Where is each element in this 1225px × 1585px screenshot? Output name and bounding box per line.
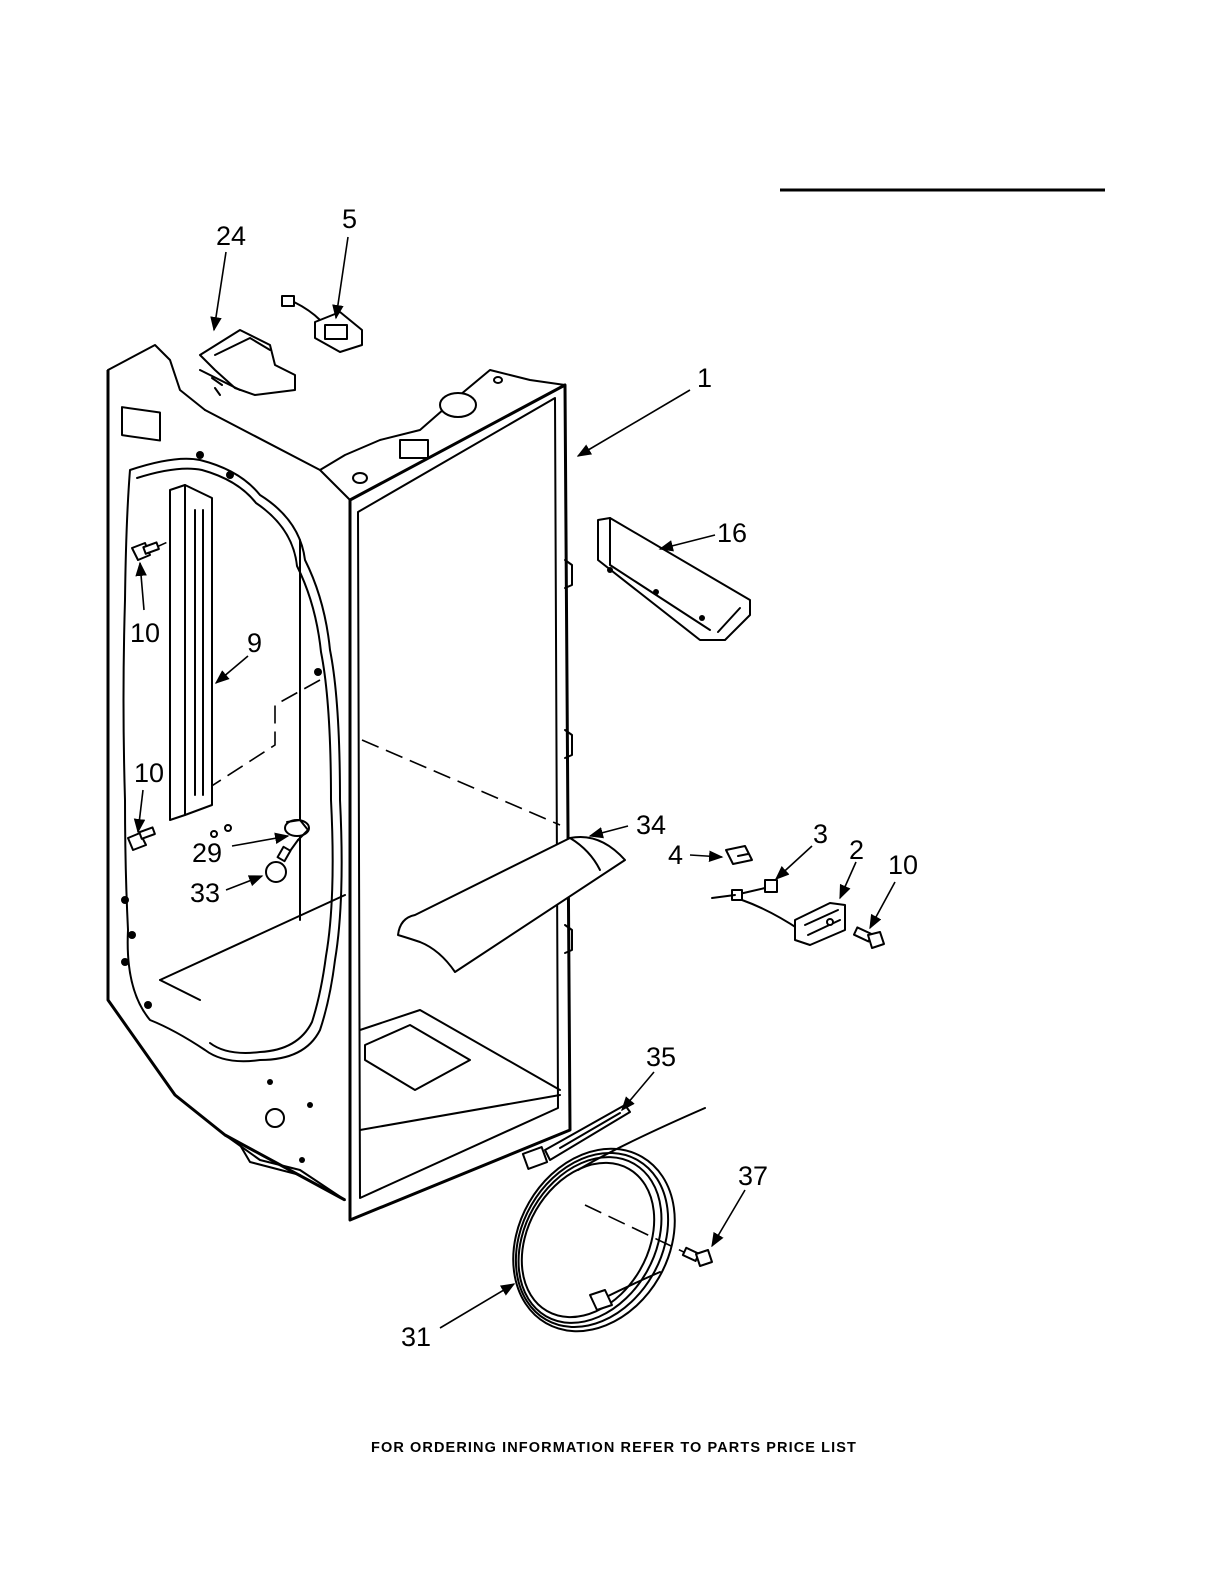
shelf-rail <box>170 485 212 820</box>
control-housing <box>200 330 295 395</box>
callout-33: 33 <box>190 878 220 908</box>
cable-tie <box>523 1105 630 1169</box>
light-shield <box>398 837 625 972</box>
leader-lines <box>138 237 895 1328</box>
callout-24: 24 <box>216 221 246 251</box>
callout-1: 1 <box>697 363 712 393</box>
lamp-socket <box>211 820 309 840</box>
wire-clip <box>726 846 752 864</box>
screw-lower-left <box>128 827 155 850</box>
callout-2: 2 <box>849 835 864 865</box>
harness-connector <box>712 880 800 930</box>
callout-5: 5 <box>342 204 357 234</box>
callout-16: 16 <box>717 518 747 548</box>
lamp-bulb <box>266 840 298 882</box>
door-switch <box>282 296 362 352</box>
ordering-info-footer: FOR ORDERING INFORMATION REFER TO PARTS … <box>371 1440 857 1456</box>
callout-31: 31 <box>401 1322 431 1352</box>
callout-9: 9 <box>247 628 262 658</box>
screw-tubing <box>683 1248 712 1266</box>
callout-3: 3 <box>813 819 828 849</box>
callout-37: 37 <box>738 1161 768 1191</box>
callout-10-lower: 10 <box>134 758 164 788</box>
water-tubing <box>481 1108 707 1361</box>
callout-35: 35 <box>646 1042 676 1072</box>
callout-4: 4 <box>668 840 683 870</box>
callout-29: 29 <box>192 838 222 868</box>
callout-10-upper: 10 <box>130 618 160 648</box>
callout-34: 34 <box>636 810 666 840</box>
screw-upper-left <box>132 542 159 560</box>
screw-right <box>854 927 884 948</box>
callout-10-right: 10 <box>888 850 918 880</box>
switch-housing <box>795 903 845 945</box>
